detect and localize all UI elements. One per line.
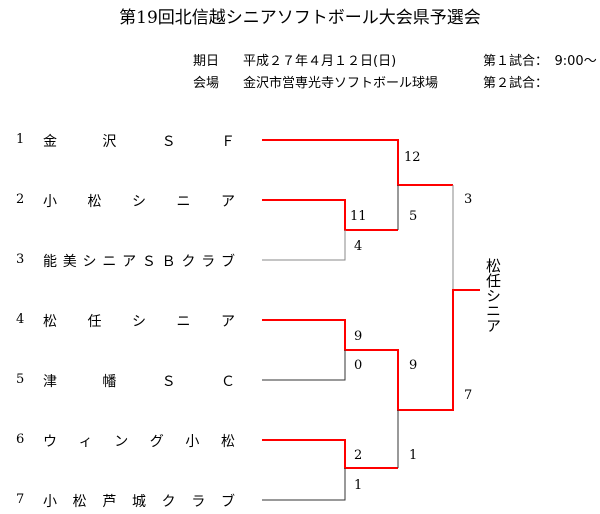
bracket-line-winner (262, 139, 453, 186)
team-name: 松任シニア (43, 314, 235, 330)
score: 7 (464, 388, 473, 403)
date-value: 平成２７年４月１２日(日) (243, 54, 397, 69)
team-name: ウィング小松 (43, 434, 235, 450)
bracket-line-winner (262, 199, 398, 231)
score: 1 (354, 478, 363, 493)
bracket-line-winner (262, 439, 398, 469)
score: 11 (350, 209, 367, 224)
bracket-line-winner (262, 289, 480, 411)
team-name: 津幡ＳＣ (43, 374, 235, 390)
score: 12 (404, 150, 421, 165)
score: 9 (409, 358, 418, 373)
game1-time: 第１試合： 9:00～ (483, 54, 597, 69)
team-name: 小松芦城クラブ (43, 494, 235, 510)
seed-number: 1 (16, 132, 25, 147)
seed-number: 4 (16, 312, 25, 327)
team-name: 能美シニアＳＢクラブ (43, 254, 235, 270)
score: 2 (354, 448, 363, 463)
page-title: 第19回北信越シニアソフトボール大会県予選会 (119, 8, 481, 28)
date-label: 期日 (193, 54, 220, 69)
bracket-line-loser (262, 468, 346, 501)
seed-number: 3 (16, 252, 25, 267)
seed-number: 5 (16, 372, 25, 387)
seed-number: 2 (16, 192, 25, 207)
bracket-line-loser (262, 350, 346, 381)
score: 9 (354, 329, 363, 344)
score: 0 (354, 358, 363, 373)
seed-number: 6 (16, 432, 25, 447)
game2-time: 第２試合： (483, 76, 549, 91)
score: 3 (464, 192, 473, 207)
team-name: 小松シニア (43, 194, 235, 210)
bracket-line-loser (262, 230, 346, 261)
score: 4 (354, 239, 363, 254)
champion-name: 松任シニア (484, 258, 502, 333)
venue-label: 会場 (193, 76, 220, 91)
team-name: 金沢ＳＦ (43, 134, 235, 150)
score: 1 (409, 448, 418, 463)
seed-number: 7 (16, 492, 25, 507)
venue-value: 金沢市営専光寺ソフトボール球場 (243, 76, 439, 91)
score: 5 (409, 209, 418, 224)
